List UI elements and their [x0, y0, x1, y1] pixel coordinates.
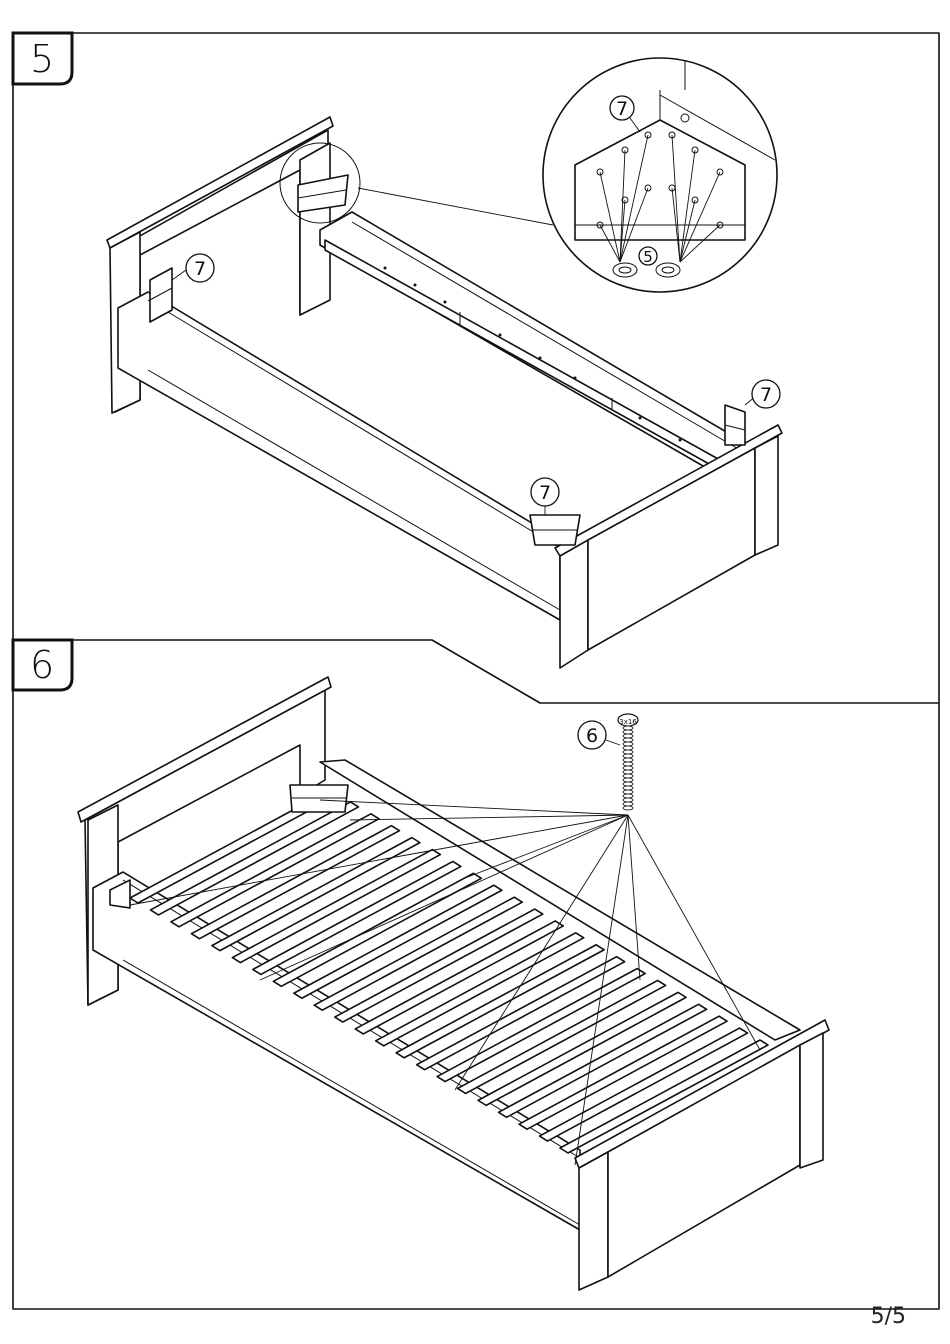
bed-slat — [478, 992, 686, 1105]
screw-thread — [623, 806, 633, 810]
screw-thread — [623, 726, 633, 730]
bed-slat — [499, 1004, 707, 1117]
bed-slat — [396, 945, 604, 1058]
screw-thread — [623, 734, 633, 738]
screw-thread — [623, 762, 633, 766]
bed-slat — [212, 838, 420, 951]
step-5-number: 5 — [30, 37, 54, 81]
screw-leader — [628, 815, 640, 980]
step-divider — [13, 640, 939, 703]
screw-leader — [320, 800, 628, 815]
bracket-detail-view: 7 5 — [543, 58, 777, 292]
step-6-number: 6 — [30, 643, 54, 687]
bed-slat — [437, 969, 645, 1082]
step-5-callout-bracket-2: 7 — [745, 380, 780, 408]
step-5-callout-bracket-1: 7 — [172, 254, 214, 282]
svg-text:6: 6 — [586, 725, 598, 747]
svg-text:7: 7 — [194, 258, 206, 280]
corner-bracket-footboard-right — [725, 405, 745, 445]
screw-thread — [623, 786, 633, 790]
corner-bracket-footboard-left — [530, 515, 580, 545]
step-5-badge: 5 — [13, 33, 72, 84]
detail-leader — [358, 188, 553, 225]
screw-thread — [623, 742, 633, 746]
detail-callout-dowel: 5 — [639, 247, 657, 266]
bed-slat — [294, 885, 502, 998]
step-6-badge: 6 — [13, 640, 72, 690]
svg-text:7: 7 — [539, 482, 551, 504]
bed-slat — [335, 909, 543, 1022]
screw-thread — [623, 778, 633, 782]
screw-thread — [623, 730, 633, 734]
screw-icon: 3x16 — [618, 714, 638, 810]
screw-leader — [350, 815, 628, 820]
step-5-callout-bracket-3: 7 — [531, 478, 559, 515]
bed-slat — [376, 933, 584, 1046]
screw-thread — [623, 802, 633, 806]
detail-callout-bracket: 7 — [610, 96, 640, 132]
bed-slat — [150, 802, 358, 915]
step-6-callout-screw: 6 — [578, 721, 620, 749]
screw-thread — [623, 750, 633, 754]
svg-text:7: 7 — [760, 384, 772, 406]
bed-slat — [355, 921, 563, 1034]
corner-bracket-step6-headboard — [290, 785, 348, 812]
svg-text:7: 7 — [616, 98, 628, 120]
screw-head-label: 3x16 — [619, 718, 637, 726]
screw-thread — [623, 782, 633, 786]
bed-slat — [314, 897, 522, 1010]
screw-thread — [623, 758, 633, 762]
bed-slat — [273, 873, 481, 986]
screw-thread — [623, 794, 633, 798]
svg-text:5: 5 — [643, 248, 653, 266]
screw-thread — [623, 746, 633, 750]
bed-slat — [417, 957, 625, 1070]
screw-thread — [623, 770, 633, 774]
bed-slat — [191, 826, 399, 939]
screw-thread — [623, 738, 633, 742]
screw-thread — [623, 754, 633, 758]
bed-slat — [253, 861, 461, 974]
screw-thread — [623, 790, 633, 794]
screw-thread — [623, 774, 633, 778]
bed-slat — [171, 814, 379, 927]
page-number: 5/5 — [871, 1304, 906, 1329]
screw-thread — [623, 766, 633, 770]
screw-thread — [623, 798, 633, 802]
